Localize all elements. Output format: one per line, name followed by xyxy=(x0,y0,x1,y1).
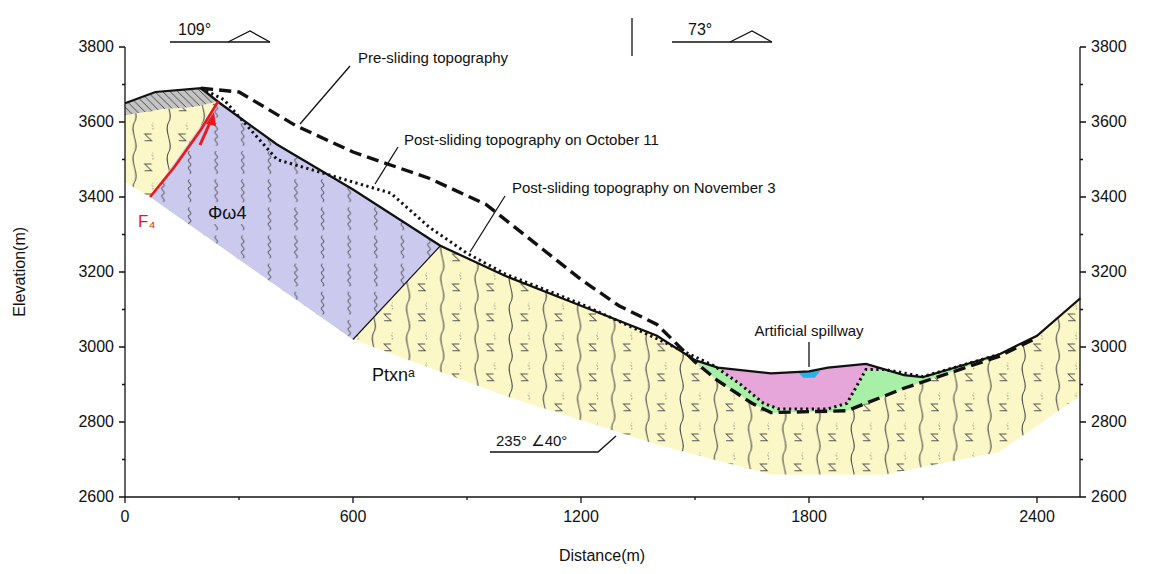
axis-tick: 2800 xyxy=(78,413,114,431)
axis-tick: 1200 xyxy=(563,508,599,526)
topography-label: Post-sliding topography on October 11 xyxy=(402,132,661,149)
axis-tick: 3200 xyxy=(1091,263,1127,281)
axis-tick: 3600 xyxy=(1091,113,1127,131)
dip-label: 235° ∠40° xyxy=(494,433,569,450)
axis-tick: 3000 xyxy=(78,338,114,356)
axis-tick: 2400 xyxy=(1019,508,1055,526)
topography-label: Pre-sliding topography xyxy=(356,50,510,67)
axis-tick: 3800 xyxy=(78,38,114,56)
axis-tick: 3200 xyxy=(78,263,114,281)
axis-tick: 3400 xyxy=(1091,188,1127,206)
stratum-label: Ptxnᵃ xyxy=(370,366,417,386)
orientation-label: 109° xyxy=(178,21,211,39)
topography-label: Post-sliding topography on November 3 xyxy=(510,180,777,197)
orientation-label: 73° xyxy=(688,21,712,39)
axis-tick: 3000 xyxy=(1091,338,1127,356)
axis-title: Distance(m) xyxy=(559,547,645,565)
axis-tick: 3600 xyxy=(78,113,114,131)
spillway-label: Artificial spillway xyxy=(752,323,865,340)
stratum-label: Φω4 xyxy=(206,204,248,224)
axis-tick: 1800 xyxy=(791,508,827,526)
axis-tick: 2600 xyxy=(1091,488,1127,506)
axis-tick: 3800 xyxy=(1091,38,1127,56)
axis-tick: 600 xyxy=(340,508,367,526)
axis-tick: 2600 xyxy=(78,488,114,506)
axis-title: Elevation(m) xyxy=(11,227,29,317)
axis-tick: 3400 xyxy=(78,188,114,206)
axis-tick: 0 xyxy=(121,508,130,526)
fault-label: F₄ xyxy=(138,213,155,232)
axis-tick: 2800 xyxy=(1091,413,1127,431)
